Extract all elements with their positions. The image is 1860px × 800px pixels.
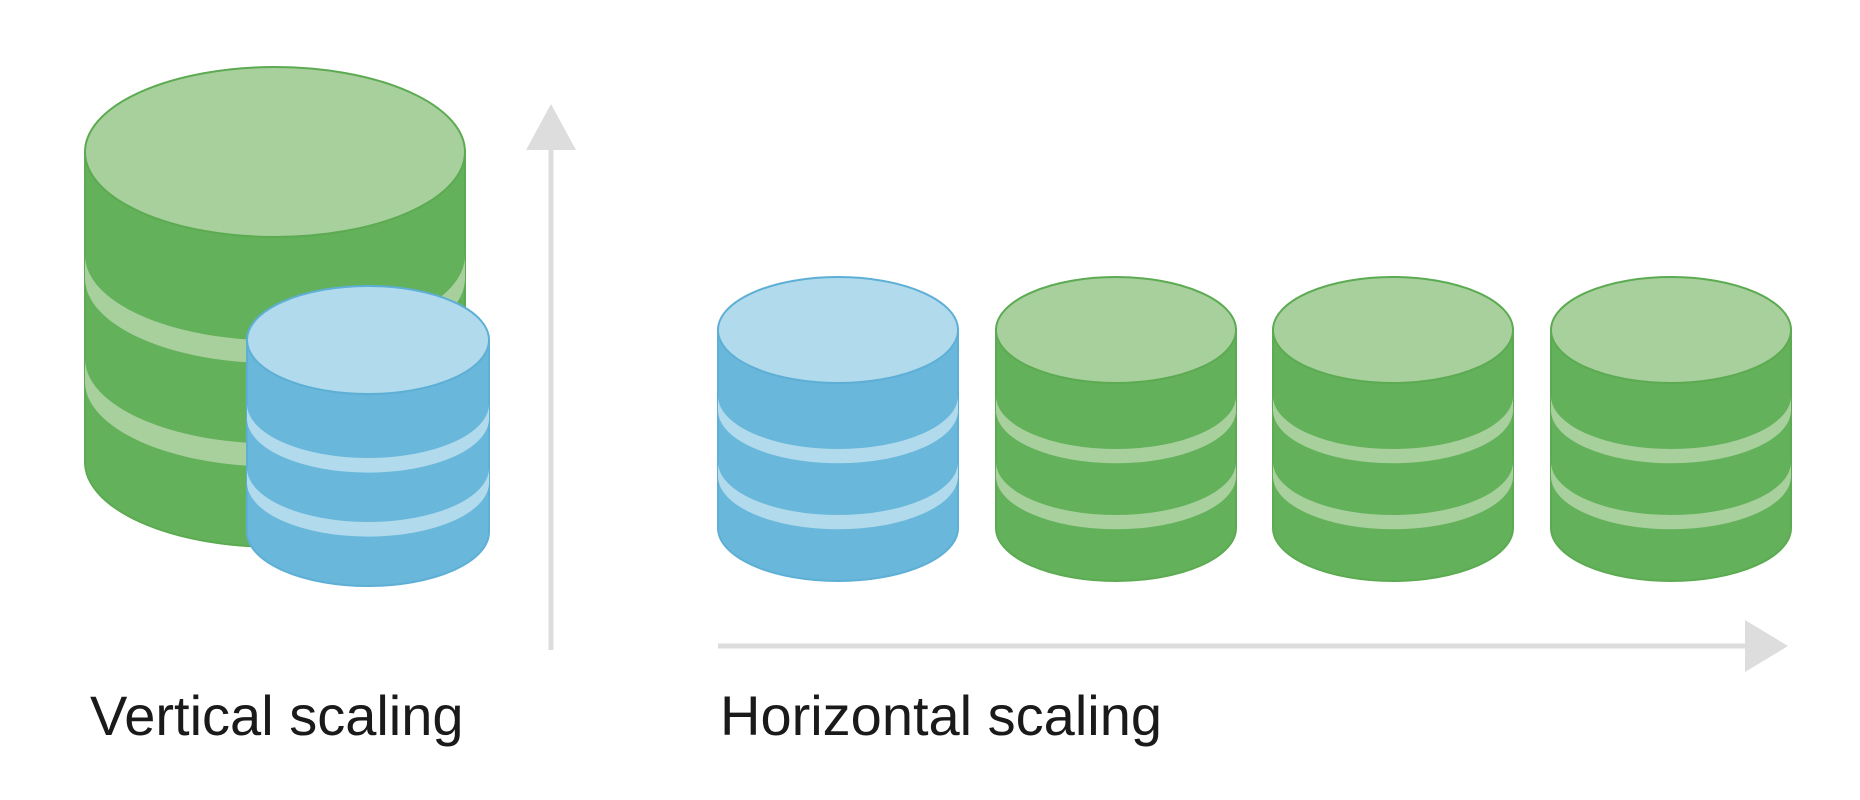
- database-band: [246, 404, 489, 473]
- database-top: [246, 285, 490, 395]
- small-database-blue: [246, 285, 490, 587]
- database-top: [84, 66, 466, 238]
- vertical-scaling-group: [84, 66, 490, 587]
- database-band: [718, 396, 958, 464]
- vertical-arrowhead: [526, 104, 576, 150]
- database-band: [996, 462, 1236, 530]
- database-top: [717, 276, 959, 384]
- database-green: [1272, 276, 1514, 582]
- database-band: [1551, 462, 1791, 530]
- horizontal-scaling-label: Horizontal scaling: [720, 684, 1162, 747]
- database-green: [1550, 276, 1792, 582]
- vertical-scaling-label: Vertical scaling: [90, 684, 464, 747]
- database-blue: [717, 276, 959, 582]
- database-band: [718, 462, 958, 530]
- database-top: [995, 276, 1237, 384]
- horizontal-arrow-icon: [718, 620, 1788, 672]
- database-band: [996, 396, 1236, 464]
- database-top: [1550, 276, 1792, 384]
- database-band: [1273, 396, 1513, 464]
- database-band: [1551, 396, 1791, 464]
- database-top: [1272, 276, 1514, 384]
- vertical-arrow-icon: [526, 104, 576, 650]
- database-green: [995, 276, 1237, 582]
- database-band: [246, 468, 489, 537]
- horizontal-arrowhead: [1745, 620, 1788, 672]
- database-band: [1273, 462, 1513, 530]
- horizontal-scaling-group: [717, 276, 1792, 582]
